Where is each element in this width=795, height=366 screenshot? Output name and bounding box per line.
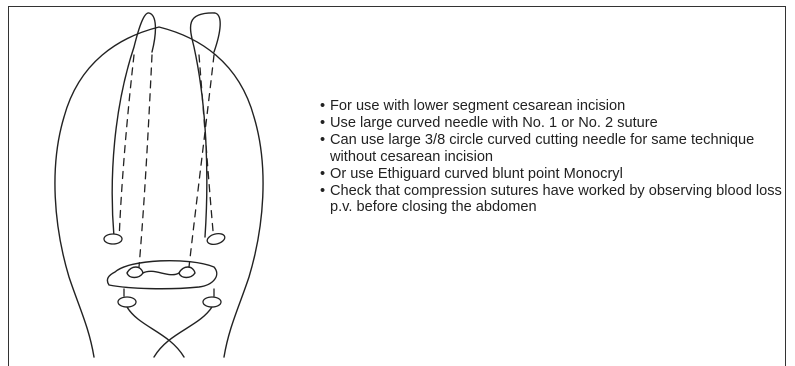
note-item-lower-segment: • For use with lower segment cesarean in… [320,98,790,115]
crossing-strand-a [127,307,184,357]
note-text: Use large curved needle with No. 1 or No… [330,115,790,132]
suture-entry-loop-left-lower [118,297,136,307]
bullet-glyph: • [320,166,325,183]
bullet-glyph: • [320,115,325,132]
note-item-check-compression: • Check that compression sutures have wo… [320,183,790,217]
incision-stitch-right [179,267,195,278]
incision-stitch-center [143,271,179,274]
note-item-cutting-needle: • Can use large 3/8 circle curved cuttin… [320,132,790,166]
lower-segment-incision [107,261,216,289]
incision-stitch-left [127,267,143,278]
note-text: Check that compression sutures have work… [330,183,790,217]
suture-entry-loop-right-lower [203,297,221,307]
crossing-strand-b [154,307,212,357]
note-text: Or use Ethiguard curved blunt point Mono… [330,166,790,183]
bullet-glyph: • [320,183,325,200]
figure-frame: • For use with lower segment cesarean in… [8,6,786,366]
suture-entry-loop-left-upper [104,234,122,244]
left-suture-posterior-a [139,55,152,267]
note-item-needle: • Use large curved needle with No. 1 or … [320,115,790,132]
bullet-glyph: • [320,132,325,149]
note-text: For use with lower segment cesarean inci… [330,98,790,115]
uterus-suture-illustration [9,7,309,363]
technique-notes-list: • For use with lower segment cesarean in… [320,98,790,216]
left-suture-posterior-b [119,55,134,242]
note-text: Can use large 3/8 circle curved cutting … [330,132,790,166]
bullet-glyph: • [320,98,325,115]
note-item-ethiguard: • Or use Ethiguard curved blunt point Mo… [320,166,790,183]
uterus-outline [55,27,263,357]
suture-entry-loop-right-upper [206,232,226,246]
